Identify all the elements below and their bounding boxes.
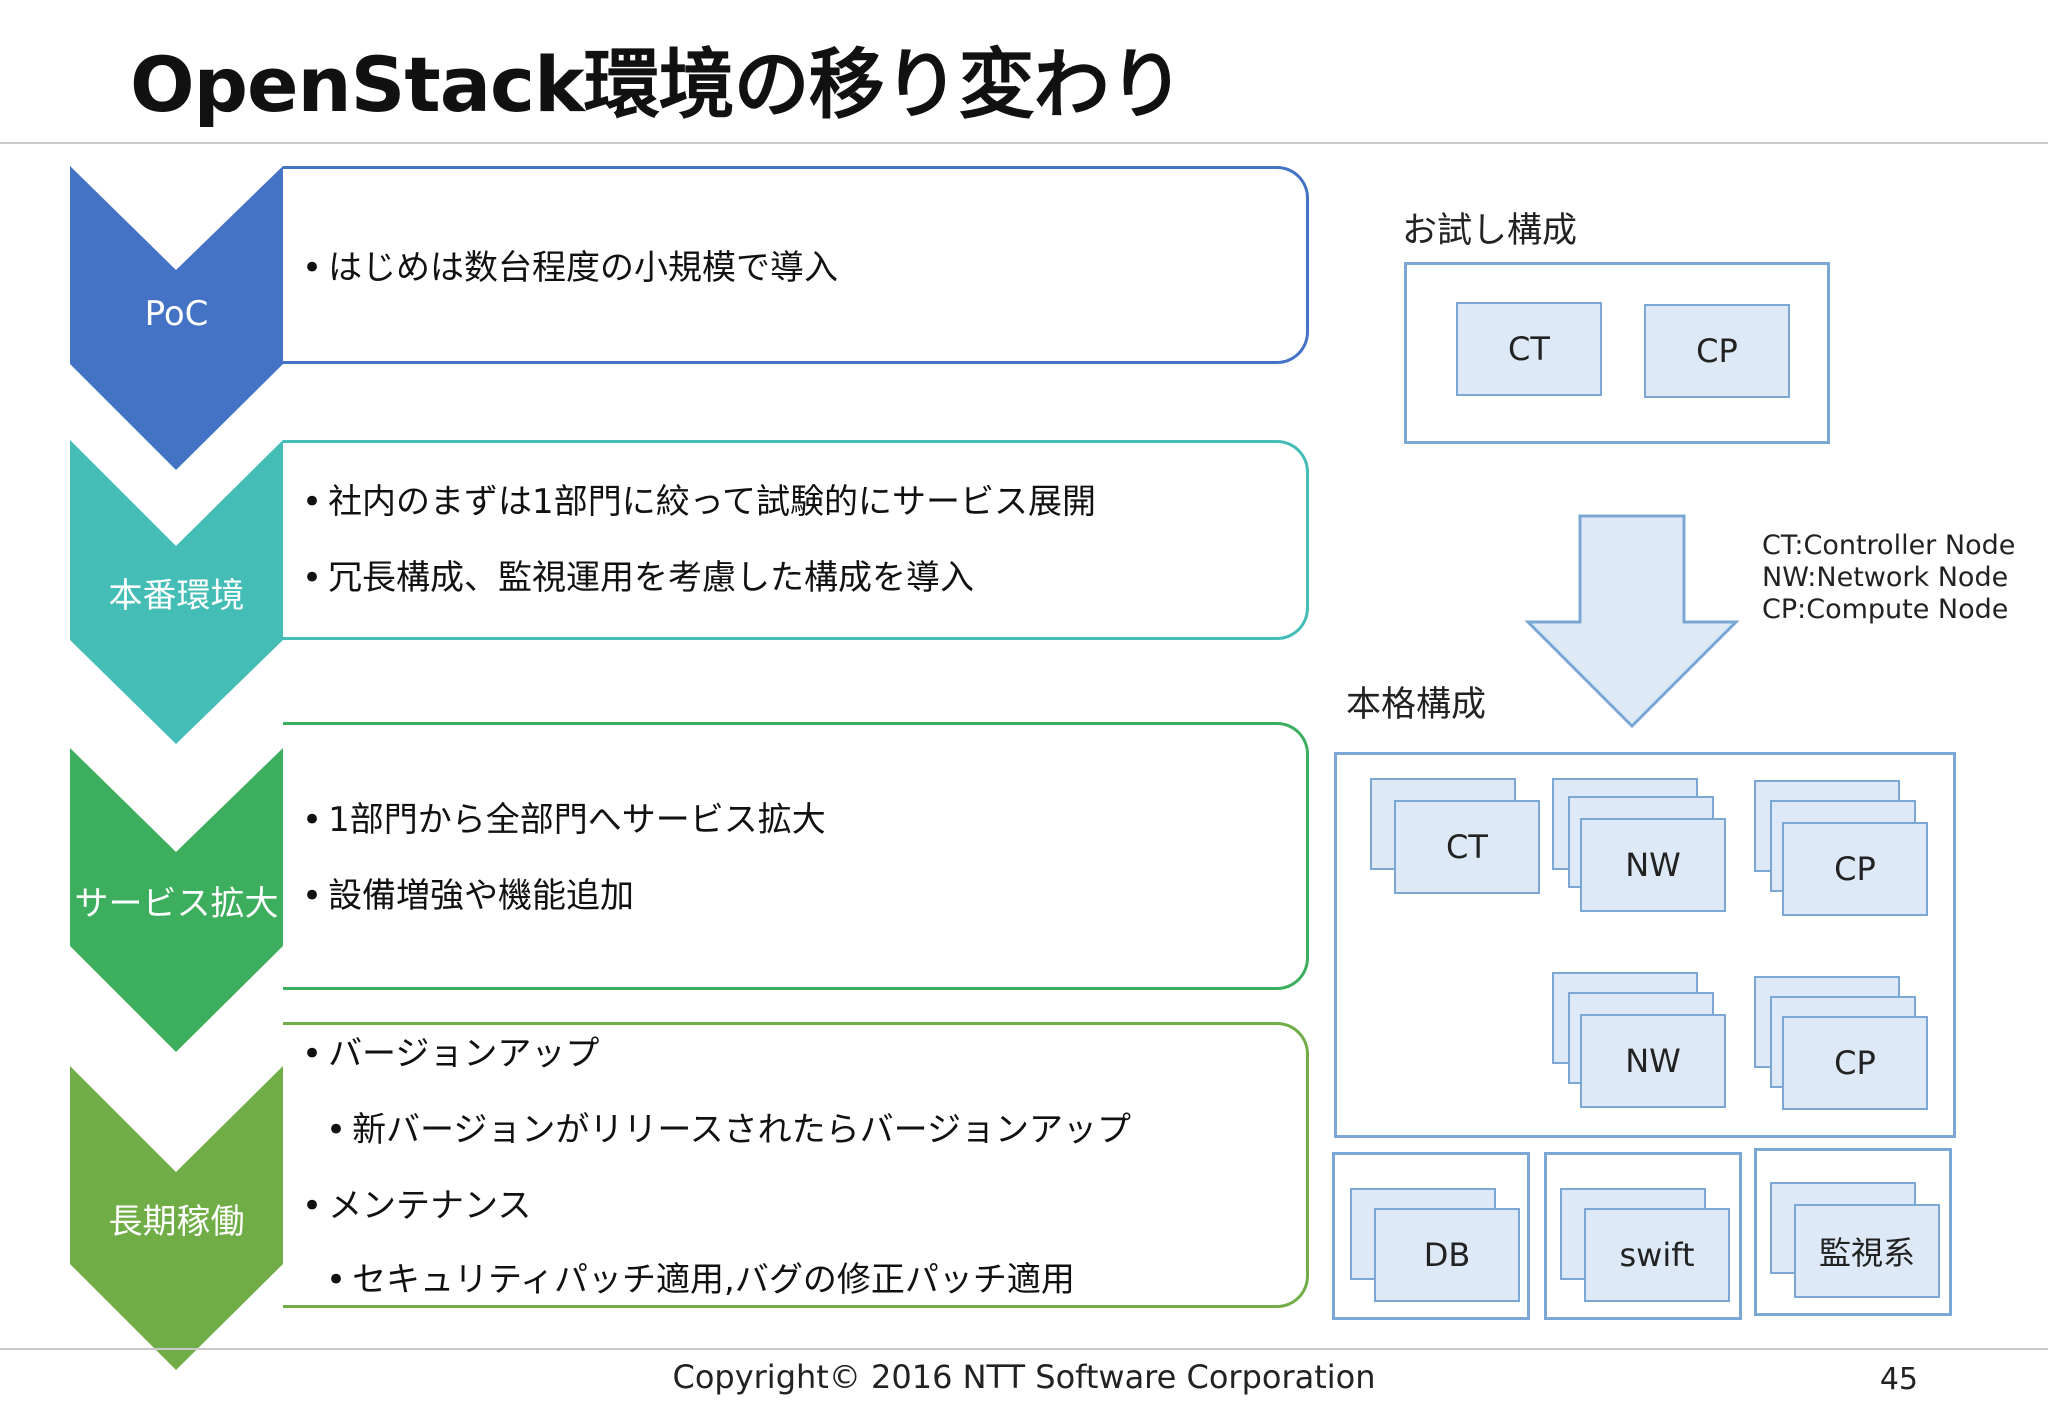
stage-chevrons [70, 166, 283, 1370]
trial-config-title: お試し構成 [1402, 211, 1578, 251]
trial-node-ct: CT [1456, 302, 1602, 396]
legend-cp: CP:Compute Node [1762, 594, 2009, 625]
stage-label-poc: PoC [144, 294, 209, 334]
full-node-ct: CT [1394, 800, 1540, 894]
header-rule [0, 142, 2048, 144]
down-arrow-icon [1524, 514, 1740, 729]
chevron-expansion [70, 748, 283, 1052]
stage-label-operation: 長期稼働 [108, 1202, 245, 1242]
page-number: 45 [1879, 1362, 1918, 1397]
bullet-operation-2-sub: セキュリティパッチ適用,バグの修正パッチ適用 [326, 1252, 1075, 1301]
panel-expansion [283, 722, 1309, 990]
chevron-production [70, 440, 283, 744]
legend-nw: NW:Network Node [1762, 562, 2009, 593]
bullet-expansion-2: 設備増強や機能追加 [302, 868, 634, 917]
bullet-production-2: 冗長構成、監視運用を考慮した構成を導入 [302, 550, 974, 599]
trial-node-cp: CP [1644, 304, 1790, 398]
panel-production [283, 440, 1309, 640]
bottom-node-monitoring: 監視系 [1794, 1204, 1940, 1298]
footer-copyright: Copyright© 2016 NTT Software Corporation [672, 1358, 1376, 1396]
page-title: OpenStack環境の移り変わり [130, 40, 1185, 129]
full-node-cp-2: CP [1782, 1016, 1928, 1110]
footer-rule [0, 1348, 2048, 1350]
chevron-poc [70, 166, 283, 470]
stage-label-expansion: サービス拡大 [74, 884, 279, 924]
full-node-nw-2: NW [1580, 1014, 1726, 1108]
bullet-poc-1: はじめは数台程度の小規模で導入 [302, 240, 838, 289]
stage-label-production: 本番環境 [108, 576, 245, 616]
full-config-title: 本格構成 [1346, 685, 1487, 725]
bullet-operation-1-sub: 新バージョンがリリースされたらバージョンアップ [326, 1102, 1131, 1151]
full-node-cp-1: CP [1782, 822, 1928, 916]
chevron-operation [70, 1066, 283, 1370]
bottom-node-db: DB [1374, 1208, 1520, 1302]
bullet-expansion-1: 1部門から全部門へサービス拡大 [302, 792, 826, 841]
bullet-operation-1: バージョンアップ [302, 1026, 599, 1075]
bullet-operation-2: メンテナンス [302, 1178, 531, 1227]
legend: CT:Controller Node NW:Network Node CP:Co… [1762, 530, 2015, 626]
full-node-nw-1: NW [1580, 818, 1726, 912]
legend-ct: CT:Controller Node [1762, 530, 2016, 561]
bottom-node-swift: swift [1584, 1208, 1730, 1302]
bullet-production-1: 社内のまずは1部門に絞って試験的にサービス展開 [302, 474, 1096, 523]
